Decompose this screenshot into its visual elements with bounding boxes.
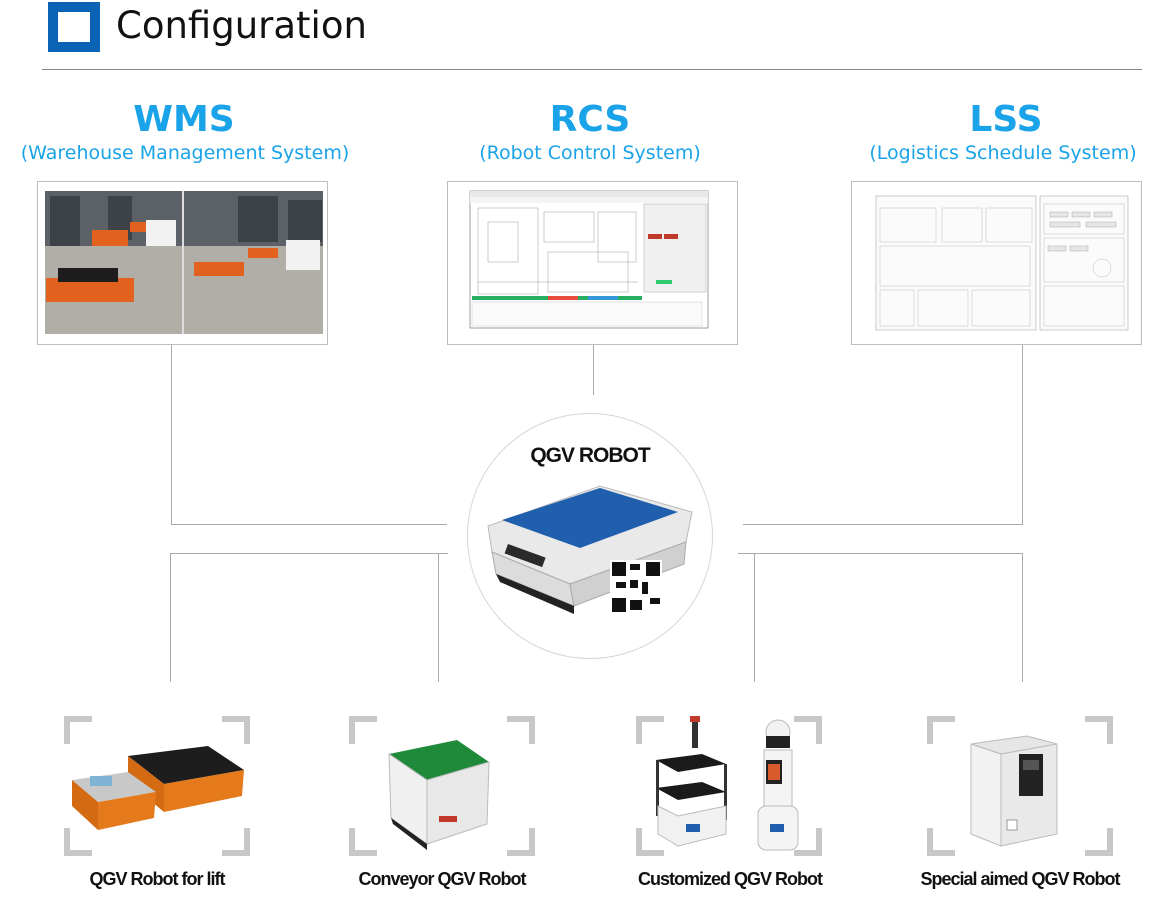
corner-bracket xyxy=(1085,828,1113,856)
corner-bracket xyxy=(794,716,822,744)
connector-lift-vertical xyxy=(170,553,171,682)
connector-rcs-vertical xyxy=(593,345,594,395)
lss-software-screenshot xyxy=(875,195,1129,331)
lift-robot-label: QGV Robot for lift xyxy=(89,869,226,889)
connector-conveyor-vertical xyxy=(438,553,439,682)
special-robot-label: Special aimed QGV Robot xyxy=(920,869,1120,889)
page-title: Configuration xyxy=(116,4,367,47)
wms-image-frame xyxy=(37,181,328,345)
header-square-icon xyxy=(48,2,100,52)
connector-lift-horizontal xyxy=(170,553,448,554)
corner-bracket xyxy=(222,716,250,744)
conveyor-robot-card xyxy=(349,716,535,856)
corner-bracket xyxy=(927,828,955,856)
customized-robot-label: Customized QGV Robot xyxy=(638,869,823,889)
connector-special-horizontal xyxy=(738,553,1023,554)
corner-bracket xyxy=(794,828,822,856)
corner-bracket xyxy=(636,828,664,856)
conveyor-robot-image xyxy=(388,740,490,850)
corner-bracket xyxy=(64,716,92,744)
connector-wms-horizontal xyxy=(171,524,447,525)
connector-wms-vertical xyxy=(171,345,172,524)
customized-robot-image xyxy=(656,716,799,851)
rcs-subtitle: (Robot Control System) xyxy=(479,142,701,164)
lss-subtitle: (Logistics Schedule System) xyxy=(869,142,1137,164)
corner-bracket xyxy=(507,716,535,744)
wms-warehouse-photo xyxy=(45,191,323,334)
wms-title: WMS xyxy=(133,99,235,140)
lift-robot-card xyxy=(64,716,250,856)
qgv-robot-image xyxy=(487,485,693,616)
corner-bracket xyxy=(222,828,250,856)
hub-title: QGV ROBOT xyxy=(530,444,650,467)
corner-bracket xyxy=(507,828,535,856)
lss-image-frame xyxy=(851,181,1142,345)
lss-title: LSS xyxy=(969,99,1043,140)
corner-bracket xyxy=(636,716,664,744)
connector-lss-vertical xyxy=(1022,345,1023,524)
special-robot-image xyxy=(970,735,1058,847)
rcs-image-frame xyxy=(447,181,738,345)
corner-bracket xyxy=(64,828,92,856)
connector-special-vertical xyxy=(1022,553,1023,682)
rcs-software-screenshot xyxy=(469,190,709,329)
corner-bracket xyxy=(349,828,377,856)
special-robot-card xyxy=(927,716,1113,856)
customized-robot-card xyxy=(636,716,822,856)
header-divider xyxy=(42,69,1142,70)
corner-bracket xyxy=(1085,716,1113,744)
lift-robot-image xyxy=(72,746,244,830)
connector-customized-vertical xyxy=(754,553,755,682)
corner-bracket xyxy=(927,716,955,744)
connector-lss-horizontal xyxy=(743,524,1023,525)
rcs-title: RCS xyxy=(549,99,631,140)
conveyor-robot-label: Conveyor QGV Robot xyxy=(358,869,526,889)
corner-bracket xyxy=(349,716,377,744)
wms-subtitle: (Warehouse Management System) xyxy=(20,142,350,164)
